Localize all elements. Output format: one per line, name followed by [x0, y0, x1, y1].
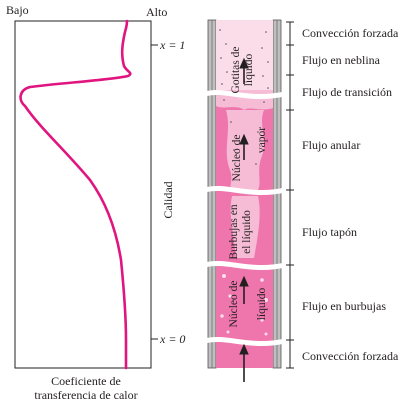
tick-x1-label: x = 1	[159, 38, 185, 52]
x-axis-label-line2: transferencia de calor	[34, 388, 137, 402]
tube-breaks	[204, 89, 286, 346]
droplets-label-line2: líquido	[243, 53, 255, 86]
vapor-core-label-line2: vapor	[256, 127, 268, 153]
tick-x0-label: x = 0	[159, 332, 185, 346]
regime-label: Flujo en burbujas	[302, 299, 386, 313]
htc-curve	[19, 19, 132, 370]
bubbles	[220, 274, 268, 336]
graph-frame	[14, 20, 152, 369]
liquid-core-label-line2: líquido	[256, 287, 268, 320]
mist-droplets	[219, 29, 269, 165]
regime-labels: Convección forzada Flujo en neblina Fluj…	[302, 26, 399, 363]
regime-bracket	[286, 21, 294, 369]
quality-axis-label: Calidad	[161, 181, 175, 218]
liquid-core-label-line1: Núcleo de	[228, 281, 240, 328]
vapor-core-label-line1: Núcleo de	[231, 135, 243, 182]
regime-label: Convección forzada	[302, 349, 399, 363]
slug-bubble-1	[230, 196, 260, 258]
bubbles-label-line1: Burbujas en	[228, 204, 240, 260]
htc-graph: Bajo Alto x = 1 x = 0 Calidad Coeficient…	[6, 3, 185, 402]
regime-label: Flujo tapón	[302, 225, 357, 239]
x-axis-label-line1: Coeficiente de	[51, 374, 121, 388]
low-label: Bajo	[6, 3, 29, 17]
regime-label: Convección forzada	[302, 26, 399, 40]
droplets-label-line1: Gotitas de	[230, 47, 242, 94]
regime-label: Flujo anular	[302, 138, 360, 152]
tube: Gotitas de líquido Núcleo de vapor Burbu…	[204, 19, 286, 382]
regime-label: Flujo en neblina	[302, 53, 381, 67]
flow-arrows	[239, 57, 249, 382]
high-label: Alto	[146, 5, 167, 19]
vapor-core	[226, 110, 264, 190]
bubbles-label-line2: el líquido	[241, 210, 253, 254]
regime-label: Flujo de transición	[302, 85, 392, 99]
